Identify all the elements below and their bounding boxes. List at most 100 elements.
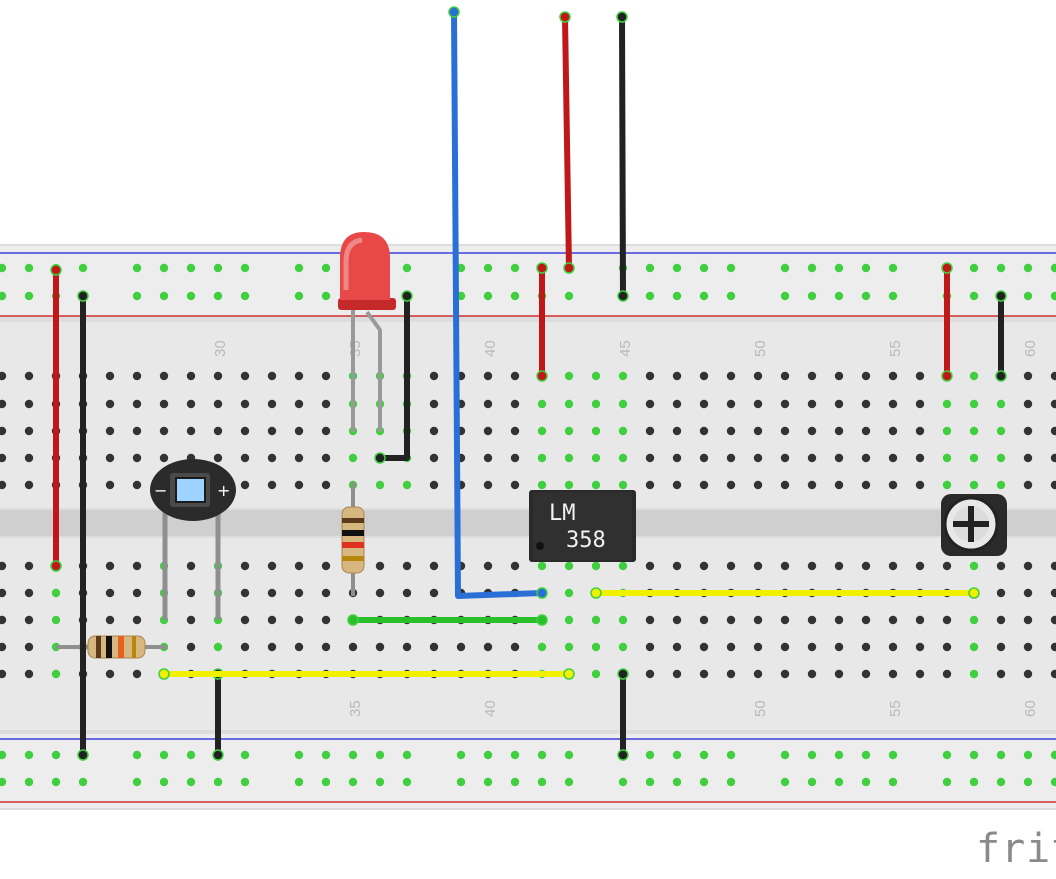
breadboard-hole[interactable]: [942, 642, 952, 652]
breadboard-hole[interactable]: [780, 263, 790, 273]
breadboard-hole[interactable]: [780, 777, 790, 787]
breadboard-hole[interactable]: [807, 642, 817, 652]
breadboard-hole[interactable]: [807, 561, 817, 571]
breadboard-hole[interactable]: [942, 777, 952, 787]
breadboard-hole[interactable]: [510, 291, 520, 301]
breadboard-hole[interactable]: [0, 588, 7, 598]
breadboard-hole[interactable]: [321, 588, 331, 598]
breadboard-hole[interactable]: [510, 561, 520, 571]
breadboard-hole[interactable]: [537, 642, 547, 652]
breadboard-hole[interactable]: [240, 426, 250, 436]
breadboard-hole[interactable]: [780, 399, 790, 409]
breadboard-hole[interactable]: [888, 453, 898, 463]
breadboard-hole[interactable]: [834, 777, 844, 787]
breadboard-hole[interactable]: [186, 642, 196, 652]
wire-endpoint[interactable]: [617, 290, 629, 302]
breadboard-hole[interactable]: [861, 291, 871, 301]
breadboard-hole[interactable]: [915, 426, 925, 436]
breadboard-hole[interactable]: [780, 642, 790, 652]
breadboard-hole[interactable]: [834, 263, 844, 273]
breadboard-hole[interactable]: [78, 777, 88, 787]
breadboard-hole[interactable]: [24, 777, 34, 787]
breadboard-hole[interactable]: [132, 263, 142, 273]
breadboard-hole[interactable]: [591, 371, 601, 381]
breadboard-hole[interactable]: [699, 777, 709, 787]
wire-endpoint[interactable]: [536, 262, 548, 274]
breadboard-hole[interactable]: [861, 399, 871, 409]
breadboard-hole[interactable]: [429, 453, 439, 463]
breadboard-hole[interactable]: [861, 426, 871, 436]
breadboard-hole[interactable]: [1050, 291, 1056, 301]
breadboard-hole[interactable]: [510, 480, 520, 490]
breadboard-hole[interactable]: [564, 480, 574, 490]
breadboard-hole[interactable]: [429, 642, 439, 652]
breadboard-hole[interactable]: [942, 480, 952, 490]
breadboard-hole[interactable]: [213, 263, 223, 273]
breadboard-hole[interactable]: [591, 615, 601, 625]
breadboard-hole[interactable]: [672, 399, 682, 409]
breadboard-hole[interactable]: [1023, 777, 1033, 787]
breadboard-hole[interactable]: [591, 453, 601, 463]
breadboard-hole[interactable]: [942, 615, 952, 625]
wire-endpoint[interactable]: [536, 587, 548, 599]
breadboard-hole[interactable]: [1023, 453, 1033, 463]
breadboard-hole[interactable]: [483, 561, 493, 571]
wire-endpoint[interactable]: [77, 749, 89, 761]
breadboard-hole[interactable]: [726, 371, 736, 381]
breadboard-hole[interactable]: [348, 750, 358, 760]
red-led[interactable]: [338, 232, 396, 432]
breadboard-hole[interactable]: [240, 291, 250, 301]
breadboard-hole[interactable]: [807, 480, 817, 490]
breadboard-hole[interactable]: [915, 615, 925, 625]
breadboard-hole[interactable]: [915, 453, 925, 463]
breadboard-hole[interactable]: [915, 480, 925, 490]
breadboard-hole[interactable]: [672, 561, 682, 571]
breadboard-hole[interactable]: [672, 777, 682, 787]
breadboard-hole[interactable]: [861, 453, 871, 463]
wire-endpoint[interactable]: [616, 11, 628, 23]
breadboard-hole[interactable]: [510, 777, 520, 787]
breadboard-hole[interactable]: [159, 371, 169, 381]
breadboard-hole[interactable]: [294, 453, 304, 463]
breadboard-hole[interactable]: [969, 561, 979, 571]
breadboard-hole[interactable]: [618, 399, 628, 409]
breadboard-hole[interactable]: [834, 669, 844, 679]
breadboard-hole[interactable]: [1050, 750, 1056, 760]
breadboard-hole[interactable]: [564, 453, 574, 463]
breadboard-hole[interactable]: [915, 642, 925, 652]
breadboard-hole[interactable]: [294, 642, 304, 652]
breadboard-hole[interactable]: [780, 669, 790, 679]
breadboard-hole[interactable]: [240, 480, 250, 490]
breadboard-hole[interactable]: [699, 453, 709, 463]
breadboard-hole[interactable]: [429, 371, 439, 381]
breadboard-hole[interactable]: [267, 426, 277, 436]
breadboard-hole[interactable]: [1023, 291, 1033, 301]
breadboard-hole[interactable]: [618, 480, 628, 490]
breadboard-hole[interactable]: [861, 371, 871, 381]
breadboard-hole[interactable]: [645, 291, 655, 301]
breadboard-hole[interactable]: [1050, 480, 1056, 490]
breadboard-hole[interactable]: [834, 642, 844, 652]
breadboard-hole[interactable]: [807, 263, 817, 273]
breadboard-hole[interactable]: [1023, 750, 1033, 760]
breadboard-hole[interactable]: [105, 669, 115, 679]
breadboard-hole[interactable]: [483, 399, 493, 409]
breadboard-hole[interactable]: [213, 426, 223, 436]
breadboard-hole[interactable]: [132, 480, 142, 490]
breadboard-hole[interactable]: [618, 642, 628, 652]
breadboard-hole[interactable]: [456, 750, 466, 760]
breadboard-hole[interactable]: [834, 615, 844, 625]
breadboard-hole[interactable]: [672, 371, 682, 381]
breadboard-hole[interactable]: [159, 263, 169, 273]
breadboard-hole[interactable]: [267, 588, 277, 598]
breadboard-hole[interactable]: [294, 371, 304, 381]
breadboard-hole[interactable]: [1023, 669, 1033, 679]
breadboard-hole[interactable]: [321, 777, 331, 787]
breadboard-hole[interactable]: [483, 480, 493, 490]
breadboard-hole[interactable]: [375, 561, 385, 571]
breadboard-hole[interactable]: [537, 399, 547, 409]
resistor-horizontal[interactable]: [56, 635, 167, 659]
breadboard-hole[interactable]: [645, 399, 655, 409]
breadboard-hole[interactable]: [456, 642, 466, 652]
breadboard-hole[interactable]: [159, 399, 169, 409]
